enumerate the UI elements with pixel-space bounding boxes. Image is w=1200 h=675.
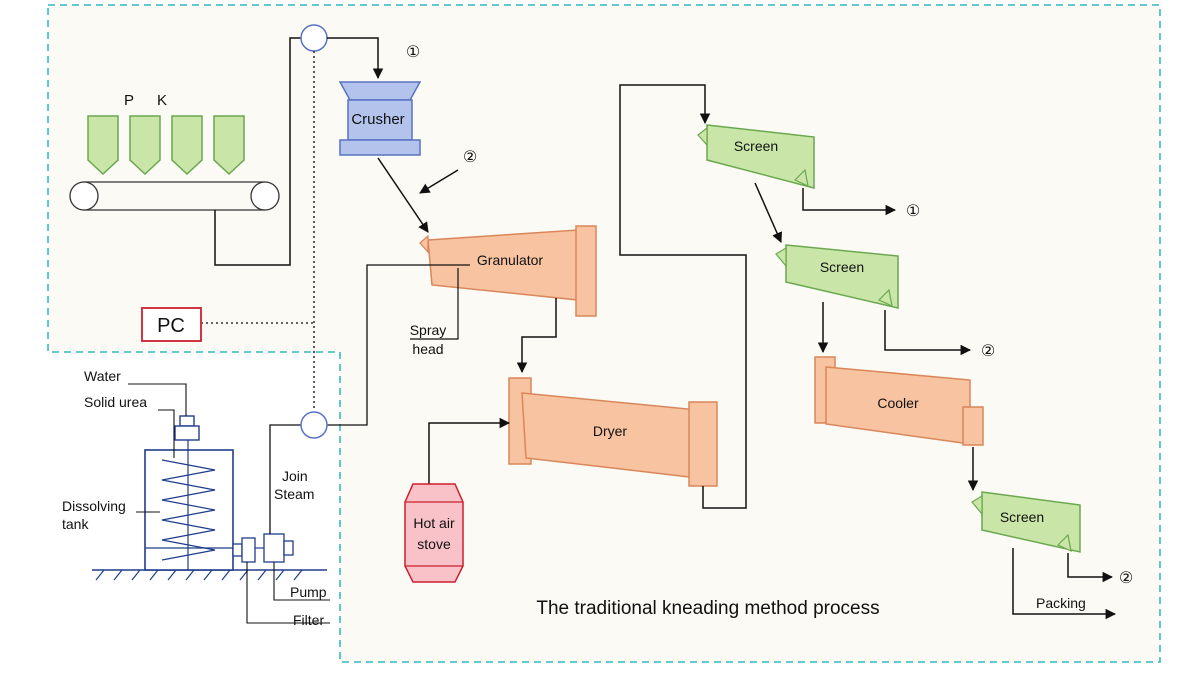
- cooler-label: Cooler: [877, 395, 919, 411]
- pulley-to-crusher-arrow: [327, 37, 384, 80]
- step-marker-2-screen-2: ②: [981, 343, 995, 360]
- spray-head-leader: [410, 268, 459, 340]
- stove-label-1: Hot air: [413, 515, 455, 531]
- screen-1-label: Screen: [734, 138, 778, 154]
- diagram-caption: The traditional kneading method process: [536, 598, 879, 619]
- label-p: P: [124, 92, 134, 109]
- hopper-4: [213, 115, 245, 176]
- screen-2-label: Screen: [820, 259, 864, 275]
- step-marker-2-granulator: ②: [463, 149, 477, 166]
- step-marker-1-top: ①: [406, 44, 420, 61]
- spray-head-label-1: Spray: [410, 322, 447, 338]
- spray-head-label-2: head: [412, 341, 443, 357]
- step-marker-2-screen-3: ②: [1119, 570, 1133, 587]
- screen-3-label: Screen: [1000, 509, 1044, 525]
- hopper-2: [129, 115, 161, 176]
- pump: [263, 533, 285, 563]
- granulator-to-dryer-arrow: [516, 298, 557, 374]
- pc-label: PC: [157, 315, 185, 337]
- recycle-to-granulator-arrow: [419, 169, 459, 194]
- belt-conveyor: [69, 181, 280, 211]
- screen-1: Screen: [697, 124, 815, 189]
- cooler: Cooler: [814, 356, 984, 446]
- plant-boundary: [47, 4, 1161, 663]
- screen-1-to-screen-2-arrow: [754, 182, 782, 243]
- dissolving-tank: [144, 449, 234, 571]
- join-steam-label-2: Steam: [274, 486, 314, 502]
- stove-label-2: stove: [417, 536, 451, 552]
- water-leader: [128, 383, 187, 416]
- dryer: Dryer: [508, 377, 718, 487]
- granulator-label: Granulator: [477, 252, 543, 268]
- pump-leader: [273, 562, 330, 601]
- dissolving-tank-label-2: tank: [62, 516, 89, 532]
- hopper-3: [171, 115, 203, 176]
- crusher: Crusher: [338, 81, 422, 156]
- screen-3-fines-arrow: [1067, 553, 1114, 583]
- dissolving-tank-label-1: Dissolving: [62, 498, 126, 514]
- raw-material-hoppers: P K: [87, 92, 245, 176]
- crusher-label: Crusher: [351, 111, 404, 128]
- top-pulley: [300, 24, 328, 52]
- dissolving-system: [92, 415, 327, 581]
- hot-air-stove: Hot air stove: [404, 483, 464, 583]
- pc-box: PC: [141, 307, 202, 342]
- join-steam-label-1: Join: [282, 468, 308, 484]
- spray-line: [327, 264, 470, 426]
- heating-coil: [161, 459, 216, 561]
- packing-label: Packing: [1036, 595, 1086, 611]
- crusher-to-granulator-arrow: [377, 157, 429, 233]
- water-label: Water: [84, 368, 121, 384]
- pump-label: Pump: [290, 584, 327, 600]
- screen-3: Screen: [971, 491, 1081, 553]
- filter-label: Filter: [293, 612, 324, 628]
- belt-to-elevator-line: [214, 37, 301, 266]
- label-k: K: [157, 92, 167, 109]
- bottom-pulley: [300, 411, 328, 439]
- water-inlet: [179, 415, 195, 427]
- filter: [232, 543, 243, 557]
- screen-2-fines-arrow: [884, 310, 972, 356]
- dryer-to-screen-line: [619, 84, 747, 509]
- step-marker-1-screen: ①: [906, 203, 920, 220]
- hopper-1: [87, 115, 119, 176]
- stove-to-dryer-arrow: [428, 417, 511, 484]
- filter-leader: [246, 562, 330, 624]
- packing-arrow: [1012, 548, 1117, 620]
- screen-2: Screen: [775, 244, 899, 309]
- granulator: Granulator: [419, 225, 597, 317]
- solid-urea-label: Solid urea: [84, 394, 147, 410]
- screen-1-oversize-arrow: [802, 188, 897, 216]
- solid-urea-leader: [158, 409, 175, 458]
- dryer-label: Dryer: [593, 423, 628, 439]
